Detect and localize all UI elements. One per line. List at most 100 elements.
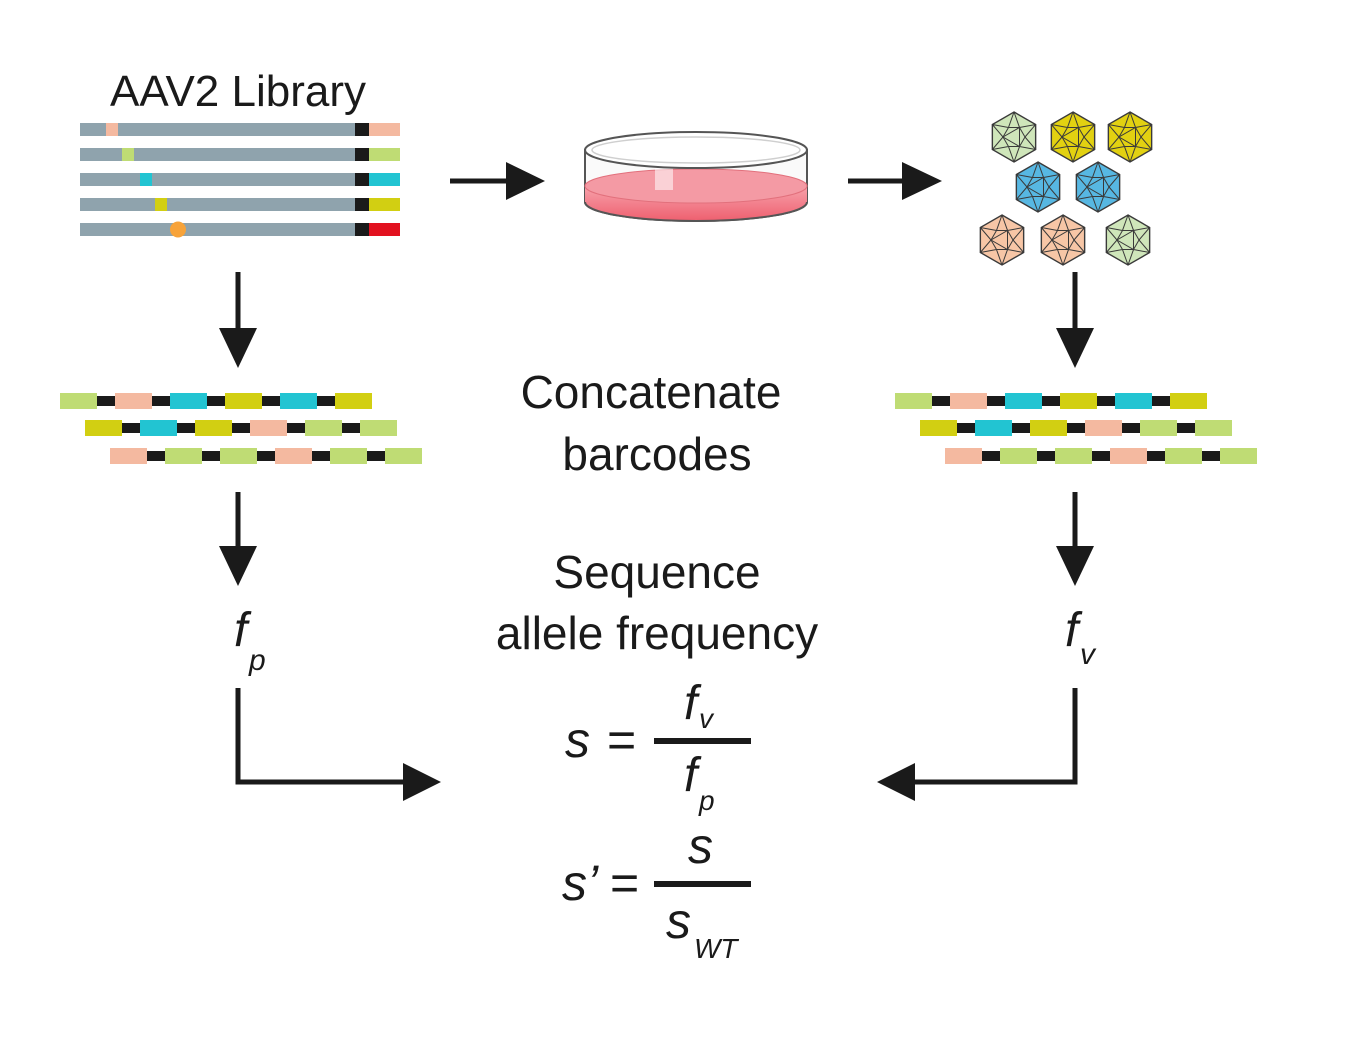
- capsid-icon: [979, 214, 1025, 266]
- barcode-read: [945, 448, 1257, 464]
- arrow-capsids-down: [1056, 272, 1094, 368]
- barcode-segment: [1085, 420, 1122, 436]
- concatenated-barcodes-virus: [895, 393, 1257, 464]
- barcode-segment: [385, 448, 422, 464]
- barcode-linker: [262, 396, 280, 406]
- barcode-segment: [1000, 448, 1037, 464]
- arrow-dish-to-capsids: [848, 162, 942, 200]
- freq-plasmid-sub: p: [248, 644, 266, 677]
- sequence-label-line2: allele frequency: [496, 607, 818, 659]
- barcode-segment: [220, 448, 257, 464]
- capsid-icon: [1050, 111, 1096, 163]
- construct-barcode: [369, 123, 400, 136]
- mutation-site: [122, 148, 134, 161]
- barcode-segment: [975, 420, 1012, 436]
- barcode-segment: [280, 393, 317, 409]
- barcode-linker: [202, 451, 220, 461]
- barcode-linker: [312, 451, 330, 461]
- barcode-segment: [250, 420, 287, 436]
- capsid-icon: [991, 111, 1037, 163]
- construct-linker: [355, 198, 369, 211]
- barcode-linker: [97, 396, 115, 406]
- barcode-segment: [60, 393, 97, 409]
- capsid-cluster: [979, 111, 1153, 266]
- arrow-library-to-dish: [450, 162, 545, 200]
- barcode-linker: [152, 396, 170, 406]
- capsid-icon: [1015, 161, 1061, 213]
- barcode-linker: [987, 396, 1005, 406]
- construct-backbone: [80, 198, 355, 211]
- arrow-right-to-equation: [877, 688, 1078, 801]
- mutation-site: [106, 123, 118, 136]
- barcode-read: [110, 448, 422, 464]
- barcode-linker: [317, 396, 335, 406]
- barcode-segment: [1115, 393, 1152, 409]
- barcode-segment: [1195, 420, 1232, 436]
- barcode-segment: [1005, 393, 1042, 409]
- eq2-den-sub: WT: [694, 933, 739, 964]
- library-title: AAV2 Library: [110, 67, 366, 116]
- library-constructs: [80, 123, 400, 238]
- barcode-read: [920, 420, 1232, 436]
- barcode-linker: [982, 451, 1000, 461]
- barcode-segment: [920, 420, 957, 436]
- freq-plasmid: f p: [234, 604, 266, 677]
- barcode-linker: [1202, 451, 1220, 461]
- selection-score-equation: s = f v f p: [565, 677, 751, 816]
- capsid-icon: [1075, 161, 1121, 213]
- eq2-fraction-bar: [654, 881, 751, 887]
- barcode-segment: [1030, 420, 1067, 436]
- construct-backbone: [80, 123, 355, 136]
- barcode-segment: [225, 393, 262, 409]
- construct-backbone: [80, 223, 355, 236]
- barcode-linker: [1037, 451, 1055, 461]
- barcode-segment: [305, 420, 342, 436]
- eq1-lhs: s: [565, 712, 590, 768]
- construct-linker: [355, 223, 369, 236]
- capsid-icon: [1040, 214, 1086, 266]
- barcode-segment: [165, 448, 202, 464]
- barcode-linker: [957, 423, 975, 433]
- barcode-linker: [1092, 451, 1110, 461]
- library-construct: [80, 221, 400, 238]
- construct-linker: [355, 148, 369, 161]
- eq1-fraction-bar: [654, 738, 751, 744]
- barcode-segment: [895, 393, 932, 409]
- eq1-equals: =: [607, 712, 636, 768]
- barcode-segment: [115, 393, 152, 409]
- barcode-segment: [330, 448, 367, 464]
- barcode-linker: [1122, 423, 1140, 433]
- sequence-label-line1: Sequence: [553, 546, 760, 598]
- barcode-linker: [257, 451, 275, 461]
- barcode-segment: [140, 420, 177, 436]
- barcode-linker: [367, 451, 385, 461]
- construct-barcode: [369, 223, 400, 236]
- eq1-den-sub: p: [698, 785, 715, 816]
- barcode-linker: [147, 451, 165, 461]
- capsid-icon: [1105, 214, 1151, 266]
- arrow-library-down: [219, 272, 257, 368]
- barcode-linker: [1097, 396, 1115, 406]
- barcode-read: [60, 393, 372, 409]
- barcode-linker: [1042, 396, 1060, 406]
- barcode-linker: [207, 396, 225, 406]
- eq2-lhs: s’: [562, 855, 599, 911]
- barcode-linker: [932, 396, 950, 406]
- eq1-num-sub: v: [699, 703, 715, 734]
- construct-backbone: [80, 173, 355, 186]
- barcode-segment: [1055, 448, 1092, 464]
- barcode-linker: [1152, 396, 1170, 406]
- freq-virus-sub: v: [1080, 638, 1097, 671]
- arrow-left-to-equation: [235, 688, 441, 801]
- arrow-barcodes-right-down: [1056, 492, 1094, 586]
- barcode-segment: [335, 393, 372, 409]
- mutation-site: [170, 221, 186, 238]
- barcode-linker: [177, 423, 195, 433]
- barcode-linker: [1012, 423, 1030, 433]
- barcode-segment: [950, 393, 987, 409]
- construct-barcode: [369, 148, 400, 161]
- barcode-segment: [945, 448, 982, 464]
- construct-linker: [355, 173, 369, 186]
- barcode-segment: [1110, 448, 1147, 464]
